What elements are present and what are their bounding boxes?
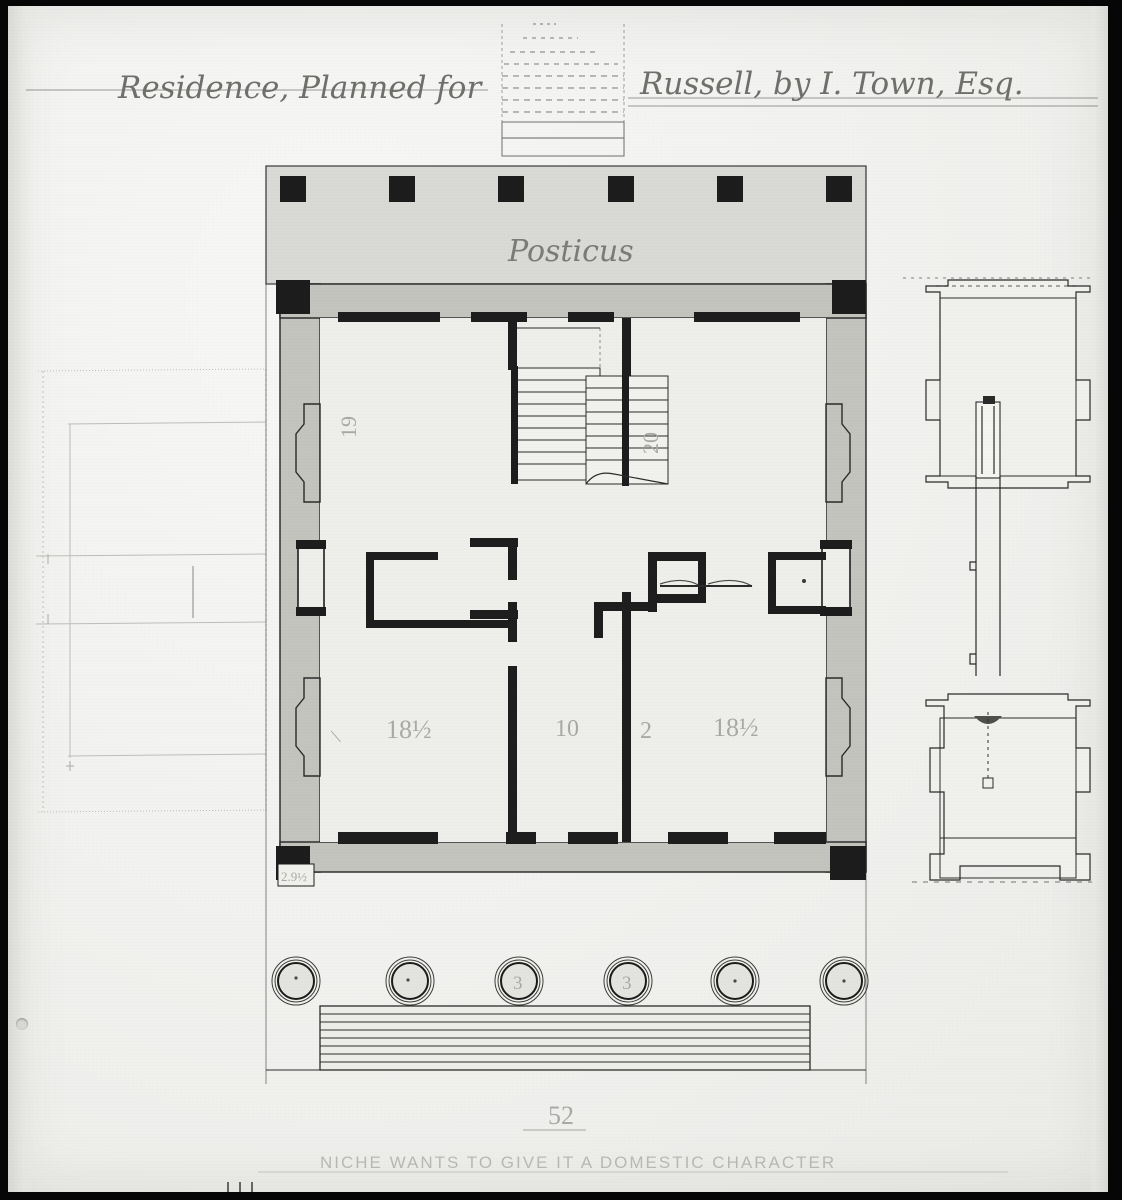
column-4: 3 bbox=[603, 956, 653, 1006]
column-4-label: 3 bbox=[622, 973, 632, 994]
sheet-bottom-marks bbox=[227, 1182, 253, 1192]
paper-left-edge bbox=[8, 6, 34, 1192]
dim-right-room-width: 18½ bbox=[713, 713, 759, 742]
left-wing-construction-lines bbox=[35, 368, 267, 813]
title-right: Russell, by I. Town, Esq. bbox=[639, 66, 1024, 102]
column-3-label: 3 bbox=[513, 973, 523, 994]
column-3: 3 bbox=[494, 956, 544, 1006]
secondary-plan-corridor bbox=[969, 476, 1001, 676]
door-swing-arcs bbox=[659, 579, 806, 587]
drawing-canvas: Posticus bbox=[26, 23, 1098, 1192]
overall-width-label: 52 bbox=[548, 1101, 574, 1130]
column-2 bbox=[385, 956, 435, 1006]
corner-note-box: 2.9½ bbox=[277, 863, 315, 887]
side-wall-niches bbox=[295, 403, 851, 777]
front-steps bbox=[265, 166, 867, 1084]
secondary-plan-lower bbox=[912, 693, 1092, 883]
dim-right-room-depth: 20 bbox=[638, 432, 663, 454]
rear-steps-dashed bbox=[501, 23, 625, 157]
wall-openings bbox=[338, 312, 826, 844]
column-1 bbox=[271, 956, 321, 1006]
dim-left-room-width: 18½ bbox=[386, 715, 432, 744]
side-doorways bbox=[296, 540, 852, 616]
dim-left-room-depth: 19 bbox=[336, 416, 361, 438]
posticus-piers bbox=[280, 176, 852, 202]
paper-right-edge bbox=[1088, 6, 1108, 1192]
corner-note: 2.9½ bbox=[281, 869, 307, 884]
secondary-plan-upper bbox=[903, 277, 1093, 489]
drawing-paper: Posticus bbox=[8, 6, 1108, 1192]
punch-hole bbox=[16, 1018, 28, 1030]
dim-partition: 2 bbox=[640, 718, 652, 744]
interior-partitions bbox=[366, 318, 826, 842]
front-colonnade: 3 3 bbox=[271, 956, 869, 1006]
title-rule-lines bbox=[26, 89, 1098, 107]
posticus-label: Posticus bbox=[507, 234, 634, 269]
column-6 bbox=[819, 956, 869, 1006]
title-left: Residence, Planned for bbox=[117, 70, 483, 106]
house-outer-walls bbox=[276, 280, 867, 880]
dim-center-hall: 10 bbox=[555, 716, 579, 742]
staircase bbox=[511, 327, 669, 486]
column-5 bbox=[710, 956, 760, 1006]
bottom-note: NICHE WANTS TO GIVE IT A DOMESTIC CHARAC… bbox=[320, 1153, 836, 1172]
